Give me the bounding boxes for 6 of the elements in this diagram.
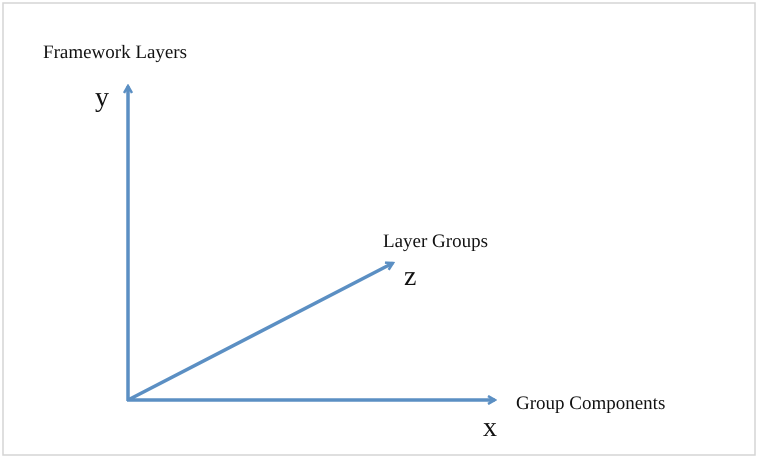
axis-letter: x <box>483 414 497 442</box>
axis-title: Group Components <box>516 394 666 413</box>
axis-letter: z <box>404 263 416 291</box>
axis-title: Framework Layers <box>43 43 188 62</box>
axis-title: Layer Groups <box>383 232 488 251</box>
axis-letter: y <box>95 84 109 112</box>
